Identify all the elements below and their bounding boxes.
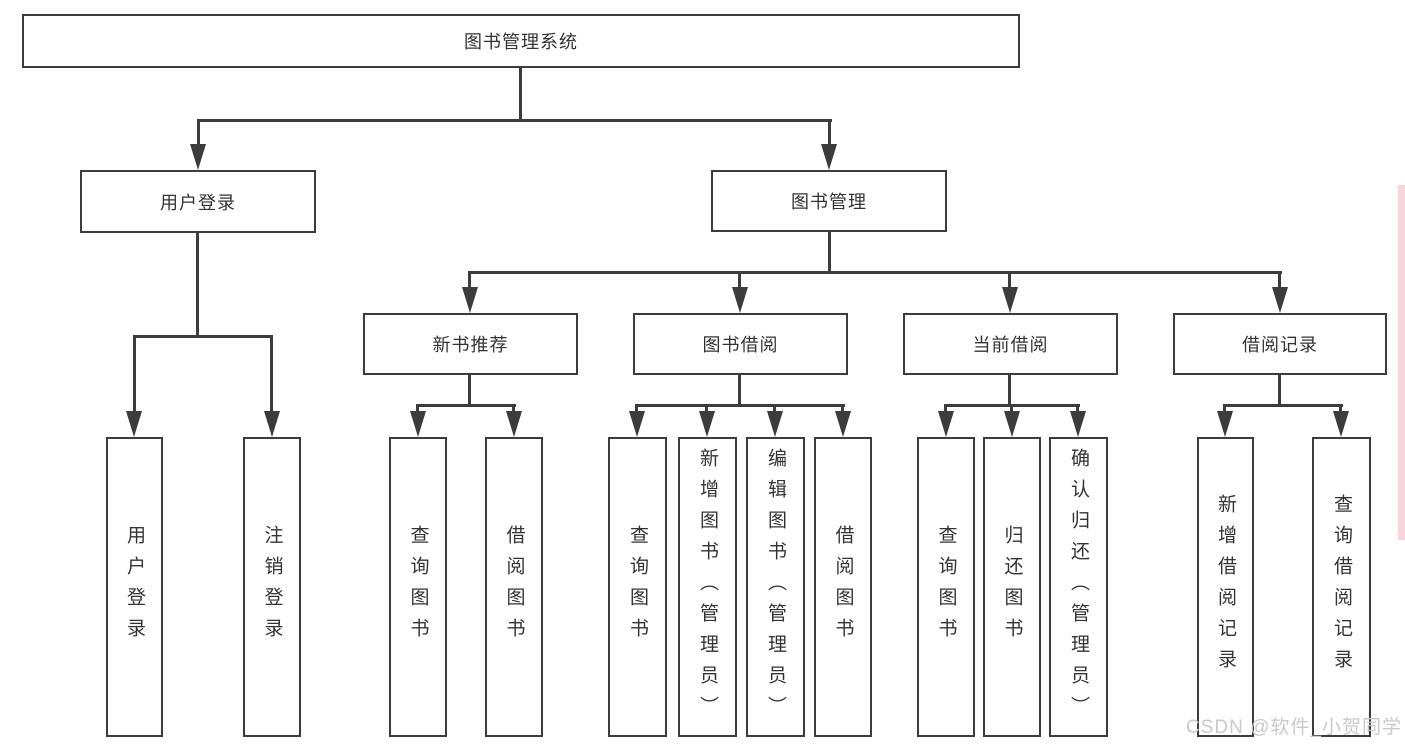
arrow-to-borrow-icon [732, 287, 748, 313]
node-login-user-label: 用户登录 [124, 525, 145, 649]
edge-current-shaft-1 [944, 404, 947, 414]
node-login-logout: 注销登录 [243, 437, 301, 737]
edge-root-left-shaft [197, 119, 200, 146]
edge-borrow-stem [738, 375, 741, 407]
node-records-query-label: 查询借阅记录 [1331, 494, 1352, 680]
node-borrow-add-label: 新增图书（管理员） [697, 447, 718, 727]
edge-records-shaft-1 [1223, 404, 1226, 414]
node-current-return: 归还图书 [983, 437, 1041, 737]
edge-mgmt-hline [469, 271, 1282, 274]
right-edge-pink-strip [1398, 185, 1405, 540]
arrow-to-user-login-icon [190, 144, 206, 170]
edge-login-hline [133, 335, 273, 338]
node-current-query-label: 查询图书 [935, 525, 957, 649]
arrow-to-records-query-icon [1333, 411, 1349, 437]
node-newbook-query: 查询图书 [389, 437, 447, 737]
arrow-to-current-return-icon [1004, 411, 1020, 437]
node-book-mgmt-label: 图书管理 [791, 192, 867, 212]
edge-current-shaft-3 [1076, 404, 1079, 414]
node-user-login: 用户登录 [80, 170, 316, 233]
edge-borrow-shaft-3 [773, 404, 776, 414]
edge-mgmt-shaft-records [1278, 271, 1281, 289]
csdn-watermark: CSDN @软件_小贺同学 [1186, 717, 1402, 738]
node-borrow-query-label: 查询图书 [627, 525, 648, 649]
arrow-to-newbook-query-icon [410, 411, 426, 437]
node-book-borrow: 图书借阅 [633, 313, 848, 375]
node-borrow-query: 查询图书 [608, 437, 667, 737]
arrow-to-current-icon [1002, 287, 1018, 313]
edge-root-hline [198, 119, 832, 122]
node-newbook-borrow: 借阅图书 [485, 437, 543, 737]
edge-login-stem [196, 233, 199, 337]
edge-current-shaft-2 [1010, 404, 1013, 414]
node-login-logout-label: 注销登录 [261, 525, 283, 649]
node-borrow-borrow: 借阅图书 [814, 437, 872, 737]
edge-mgmt-shaft-newbook [468, 271, 471, 289]
node-borrow-add: 新增图书（管理员） [678, 437, 737, 737]
node-current-borrow: 当前借阅 [903, 313, 1118, 375]
node-current-confirm-label: 确认归还（管理员） [1068, 447, 1089, 727]
edge-newbook-stem [468, 375, 471, 407]
edge-login-right-shaft [270, 335, 273, 413]
node-book-borrow-label: 图书借阅 [702, 335, 779, 355]
node-root: 图书管理系统 [22, 14, 1020, 68]
edge-newbook-shaft-1 [416, 404, 419, 414]
node-new-book-rec-label: 新书推荐 [432, 335, 509, 355]
node-records-add-label: 新增借阅记录 [1215, 494, 1236, 680]
node-borrow-records: 借阅记录 [1173, 313, 1387, 375]
arrow-to-newbook-borrow-icon [506, 411, 522, 437]
node-borrow-edit: 编辑图书（管理员） [746, 437, 805, 737]
edge-current-stem [1008, 375, 1011, 407]
arrow-to-records-icon [1272, 287, 1288, 313]
arrow-to-records-add-icon [1217, 411, 1233, 437]
arrow-to-current-query-icon [938, 411, 954, 437]
node-borrow-records-label: 借阅记录 [1242, 335, 1318, 355]
node-current-confirm: 确认归还（管理员） [1049, 437, 1108, 737]
edge-mgmt-shaft-borrow [738, 271, 741, 289]
edge-root-stem [519, 68, 522, 122]
edge-root-right-shaft [828, 119, 831, 146]
node-user-login-label: 用户登录 [160, 192, 236, 213]
edge-records-shaft-2 [1339, 404, 1342, 414]
node-newbook-borrow-label: 借阅图书 [503, 525, 525, 649]
arrow-to-login-user-icon [126, 411, 142, 437]
arrow-to-current-confirm-icon [1070, 411, 1086, 437]
node-records-add: 新增借阅记录 [1197, 437, 1254, 737]
edge-records-hline [1224, 404, 1343, 407]
node-newbook-query-label: 查询图书 [407, 525, 429, 649]
arrow-to-newbook-icon [462, 287, 478, 313]
edge-mgmt-shaft-current [1008, 271, 1011, 289]
edge-login-left-shaft [133, 335, 136, 413]
node-book-mgmt: 图书管理 [711, 170, 947, 232]
arrow-to-borrow-query-icon [629, 411, 645, 437]
edge-borrow-shaft-1 [635, 404, 638, 414]
node-current-return-label: 归还图书 [1001, 525, 1023, 649]
edge-borrow-shaft-4 [841, 404, 844, 414]
node-root-label: 图书管理系统 [464, 32, 578, 52]
node-current-borrow-label: 当前借阅 [972, 335, 1049, 355]
node-records-query: 查询借阅记录 [1312, 437, 1371, 737]
edge-newbook-shaft-2 [512, 404, 515, 414]
arrow-to-book-mgmt-icon [821, 144, 837, 170]
arrow-to-borrow-add-icon [699, 411, 715, 437]
edge-borrow-hline [636, 404, 845, 407]
node-new-book-rec: 新书推荐 [363, 313, 578, 375]
node-borrow-borrow-label: 借阅图书 [832, 525, 854, 649]
node-borrow-edit-label: 编辑图书（管理员） [765, 447, 786, 727]
node-current-query: 查询图书 [917, 437, 975, 737]
edge-mgmt-stem [828, 232, 831, 274]
arrow-to-borrow-borrow-icon [835, 411, 851, 437]
arrow-to-borrow-edit-icon [767, 411, 783, 437]
edge-borrow-shaft-2 [705, 404, 708, 414]
arrow-to-login-logout-icon [264, 411, 280, 437]
edge-records-stem [1278, 375, 1281, 407]
node-login-user: 用户登录 [106, 437, 163, 737]
edge-newbook-hline [417, 404, 516, 407]
